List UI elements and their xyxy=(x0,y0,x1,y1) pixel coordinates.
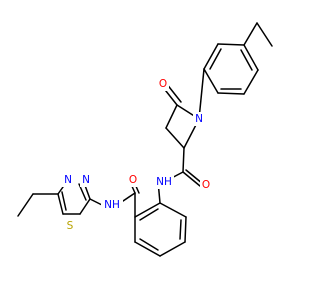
ethyl-group-top xyxy=(243,22,273,47)
atom-n-pyrrolidine: N xyxy=(193,112,205,126)
n-thiadiazole-a-label: N xyxy=(82,174,90,186)
n-thiadiazole-b-label: N xyxy=(64,174,72,186)
n-pyrrolidine-label: N xyxy=(195,113,203,125)
nh-amide1-label: NH xyxy=(156,176,172,188)
phenyl-ring-top xyxy=(203,43,259,95)
atom-o-amide2: O xyxy=(127,173,139,187)
o-amide2-label: O xyxy=(129,174,137,186)
benzene-ring-bottom xyxy=(134,180,187,257)
atom-s-thiadiazole: S xyxy=(64,219,76,233)
atom-nh-amide2: NH xyxy=(101,198,123,212)
molecule-structure: N O O NH O NH N N S xyxy=(17,22,273,257)
atom-nh-amide1: NH xyxy=(152,175,174,189)
atom-o-amide1: O xyxy=(200,178,212,192)
atom-n-thiadiazole-b: N xyxy=(62,173,74,187)
o-lactam-label: O xyxy=(159,78,167,90)
atom-n-thiadiazole-a: N xyxy=(80,173,92,187)
atom-o-lactam: O xyxy=(157,77,169,91)
ethyl-group-bottom xyxy=(17,193,59,217)
s-thiadiazole-label: S xyxy=(67,220,74,232)
molecule-canvas: N O O NH O NH N N S xyxy=(17,22,273,257)
o-amide1-label: O xyxy=(202,179,210,191)
nh-amide2-label: NH xyxy=(104,199,120,211)
